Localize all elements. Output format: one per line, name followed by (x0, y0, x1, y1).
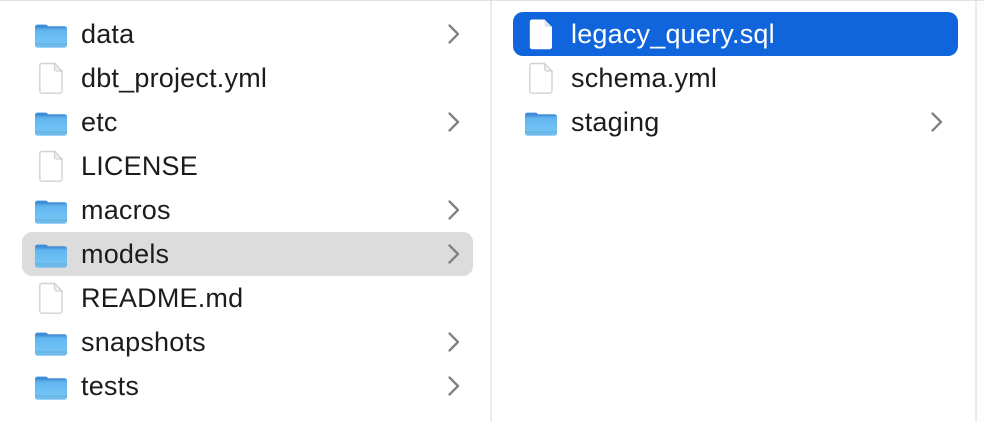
item-label: README.md (81, 282, 244, 313)
item-label: macros (81, 194, 171, 225)
folder-icon (33, 370, 69, 402)
column-divider (490, 1, 492, 422)
item-label: snapshots (81, 326, 206, 357)
list-item-etc[interactable]: etc (22, 100, 473, 144)
list-item-dbt-project-yml[interactable]: dbt_project.yml (22, 56, 473, 100)
folder-icon (33, 106, 69, 138)
chevron-right-icon (447, 375, 461, 397)
folder-icon (33, 194, 69, 226)
chevron-right-icon (447, 23, 461, 45)
item-label: tests (81, 370, 140, 401)
file-icon (33, 150, 69, 182)
list-item-macros[interactable]: macros (22, 188, 473, 232)
file-icon (33, 62, 69, 94)
list-item-readme-md[interactable]: README.md (22, 276, 473, 320)
file-icon (523, 62, 559, 94)
item-label: staging (571, 106, 660, 137)
list-item-snapshots[interactable]: snapshots (22, 320, 473, 364)
item-label: models (81, 238, 170, 269)
item-label: schema.yml (571, 62, 718, 93)
column-left: data dbt_project.yml etc LICENSE macros … (0, 1, 490, 422)
item-label: dbt_project.yml (81, 62, 268, 93)
item-label: etc (81, 106, 118, 137)
item-label: LICENSE (81, 150, 198, 181)
list-item-data[interactable]: data (22, 12, 473, 56)
column-divider (975, 1, 977, 422)
file-icon (523, 18, 559, 50)
item-label: data (81, 18, 135, 49)
list-item-schema-yml[interactable]: schema.yml (513, 56, 958, 100)
list-item-license[interactable]: LICENSE (22, 144, 473, 188)
list-item-staging[interactable]: staging (513, 100, 958, 144)
folder-icon (523, 106, 559, 138)
chevron-right-icon (447, 199, 461, 221)
chevron-right-icon (447, 111, 461, 133)
folder-icon (33, 238, 69, 270)
list-item-tests[interactable]: tests (22, 364, 473, 408)
list-item-models-selected[interactable]: models (22, 232, 473, 276)
item-label: legacy_query.sql (571, 18, 775, 49)
list-item-legacy-query-sql-selected[interactable]: legacy_query.sql (513, 12, 958, 56)
file-icon (33, 282, 69, 314)
chevron-right-icon (447, 243, 461, 265)
folder-icon (33, 326, 69, 358)
column-right: legacy_query.sql schema.yml staging (492, 1, 975, 422)
column-next-empty (977, 1, 984, 422)
folder-icon (33, 18, 69, 50)
chevron-right-icon (447, 331, 461, 353)
chevron-right-icon (930, 111, 944, 133)
